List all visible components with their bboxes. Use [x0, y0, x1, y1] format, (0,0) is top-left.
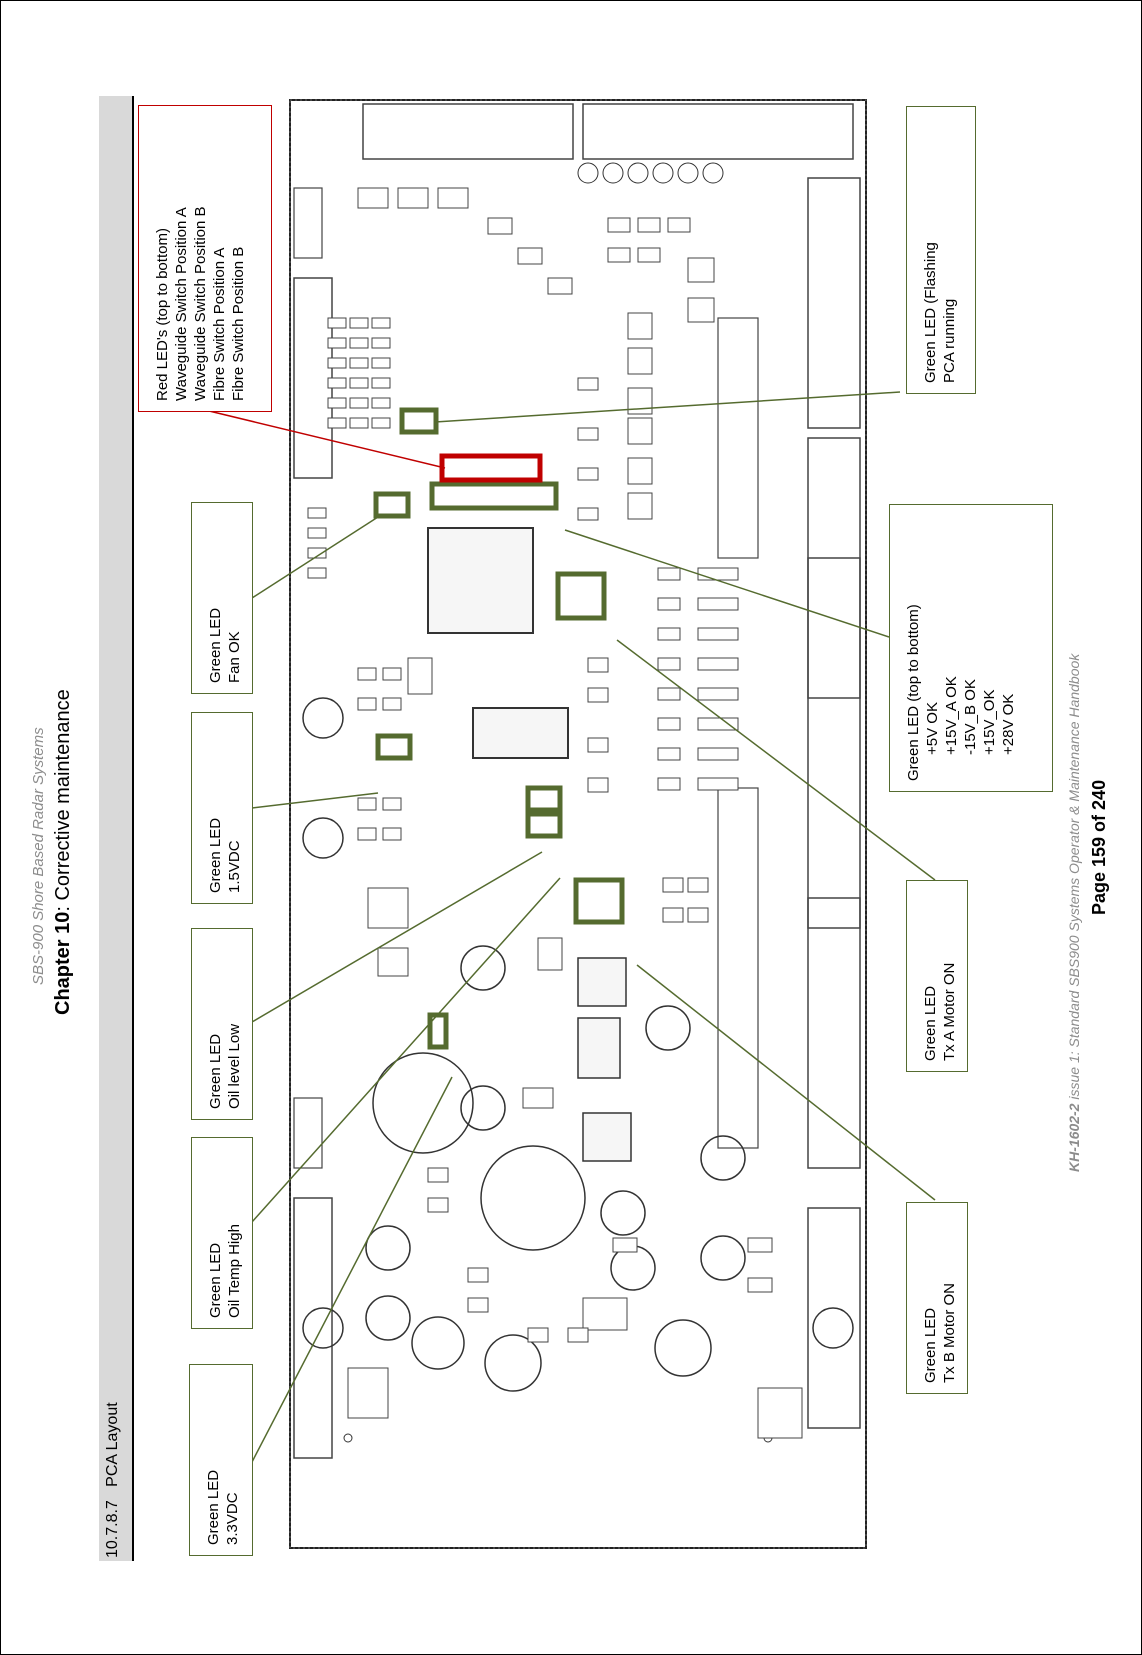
tx-b-line-1: Green LED: [922, 1307, 939, 1383]
red-leds-title: Red LED's (top to bottom): [154, 228, 171, 401]
supply-title: Green LED (top to bottom): [905, 604, 922, 781]
callout-fan-ok: Green LED Fan OK: [191, 502, 253, 694]
oil-low-line-2: Oil level Low: [226, 1023, 243, 1109]
callout-flashing-pca: Green LED (Flashing PCA running: [906, 106, 976, 394]
red-leds-line-3: Fibre Switch Position A: [211, 247, 228, 401]
callout-oil-temp-high: Green LED Oil Temp High: [191, 1137, 253, 1329]
v15-line-2: 1.5VDC: [226, 840, 243, 893]
fan-ok-line-1: Green LED: [207, 607, 224, 683]
callout-3v3dc: Green LED 3.3VDC: [189, 1364, 253, 1556]
callout-tx-a-motor: Green LED Tx A Motor ON: [906, 880, 968, 1072]
callout-1v5dc: Green LED 1.5VDC: [191, 712, 253, 904]
red-leds-line-2: Waveguide Switch Position B: [192, 206, 209, 401]
callout-tx-b-motor: Green LED Tx B Motor ON: [906, 1202, 968, 1394]
callout-oil-level-low: Green LED Oil level Low: [191, 928, 253, 1120]
supply-line-2: +15V_A OK: [943, 676, 960, 755]
pca-board-drawing: [289, 99, 867, 1549]
tx-a-line-1: Green LED: [922, 985, 939, 1061]
red-leds-line-1: Waveguide Switch Position A: [173, 207, 190, 401]
callout-supply-leds: Green LED (top to bottom) +5V OK +15V_A …: [889, 504, 1053, 792]
oil-temp-line-2: Oil Temp High: [226, 1224, 243, 1318]
red-leds-line-4: Fibre Switch Position B: [230, 246, 247, 401]
v33-line-1: Green LED: [205, 1469, 222, 1545]
supply-line-1: +5V OK: [924, 702, 941, 755]
section-rule: [132, 96, 134, 1561]
section-bar: [99, 96, 133, 1561]
v33-line-2: 3.3VDC: [224, 1492, 241, 1545]
callout-red-leds: Red LED's (top to bottom) Waveguide Swit…: [138, 105, 272, 412]
tx-b-line-2: Tx B Motor ON: [941, 1282, 958, 1383]
flashing-line-2: PCA running: [941, 298, 958, 383]
supply-line-5: +28V OK: [1000, 693, 1017, 755]
supply-line-3: -15V_B OK: [962, 679, 979, 755]
oil-temp-line-1: Green LED: [207, 1242, 224, 1318]
flashing-line-1: Green LED (Flashing: [922, 242, 939, 383]
supply-line-4: +15V_OK: [981, 689, 998, 755]
v15-line-1: Green LED: [207, 817, 224, 893]
oil-low-line-1: Green LED: [207, 1033, 224, 1109]
fan-ok-line-2: Fan OK: [226, 631, 243, 683]
tx-a-line-2: Tx A Motor ON: [941, 962, 958, 1061]
